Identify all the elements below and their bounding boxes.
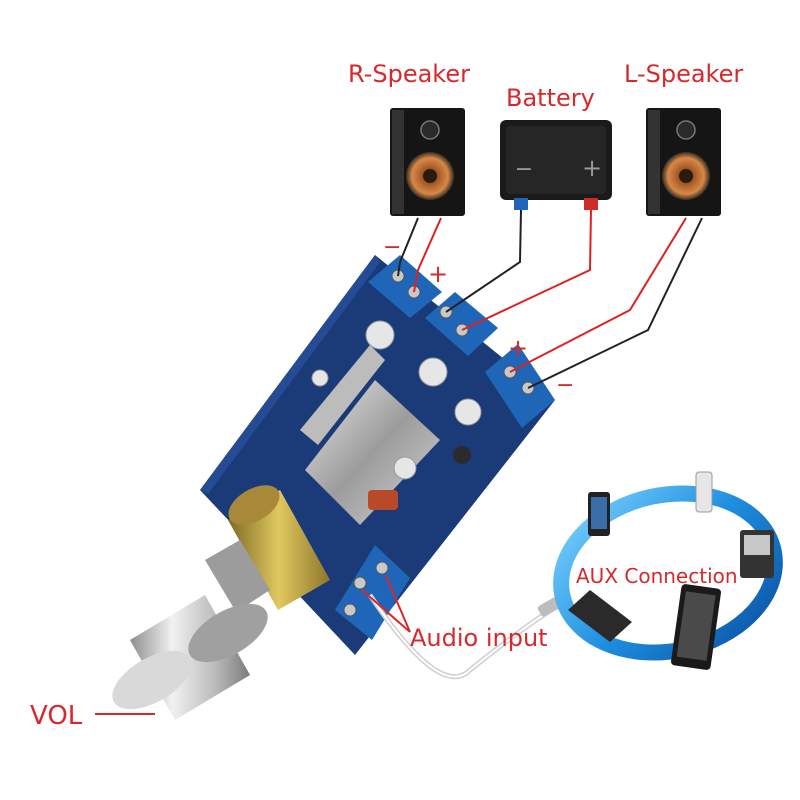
capacitor [454,398,482,426]
capacitor [418,357,448,387]
battery-positive-wire [461,209,592,331]
l-speaker-plus-label: + [508,334,528,362]
l-speaker-negative-wire [527,217,703,389]
terminal-block-audio-input [335,545,410,640]
battery-label: Battery [506,84,595,112]
r-speaker-plus-label: + [428,260,448,288]
film-capacitor [368,490,398,510]
speaker-wiring [397,209,703,389]
l-speaker-label: L-Speaker [624,60,743,88]
battery: − + [500,120,612,210]
terminal-block-r-speaker [368,255,442,318]
battery-positive-terminal: + [582,154,602,182]
battery-negative-terminal: − [515,157,533,182]
l-speaker-minus-label: − [556,373,574,398]
capacitor [365,320,395,350]
laptop-icon [568,590,632,642]
terminal-block-l-speaker [485,344,555,428]
audio-input-pointer-line [385,575,411,633]
audio-input-label: Audio input [410,624,548,652]
mp3-player-icon [695,471,713,513]
annotation-lines [95,575,411,715]
l-speaker-positive-wire [509,217,687,373]
capacitor [393,456,417,480]
r-speaker-minus-label: − [383,235,401,260]
volume-potentiometer [205,485,330,612]
battery-negative-wire [445,209,522,313]
r-speaker [390,108,465,216]
r-speaker-negative-wire [397,217,419,277]
l-speaker-tweeter [676,120,696,140]
l-speaker [646,108,721,216]
aux-connection-label: AUX Connection [576,564,738,588]
capacitor [453,446,471,464]
heatsink [305,380,440,525]
aux-devices [553,471,783,670]
r-speaker-tweeter [420,120,440,140]
vol-label: VOL [30,701,83,731]
r-speaker-label: R-Speaker [348,60,470,88]
volume-knob [112,595,268,720]
audio-input-pointer-line [361,589,411,633]
r-speaker-positive-wire [413,217,442,293]
